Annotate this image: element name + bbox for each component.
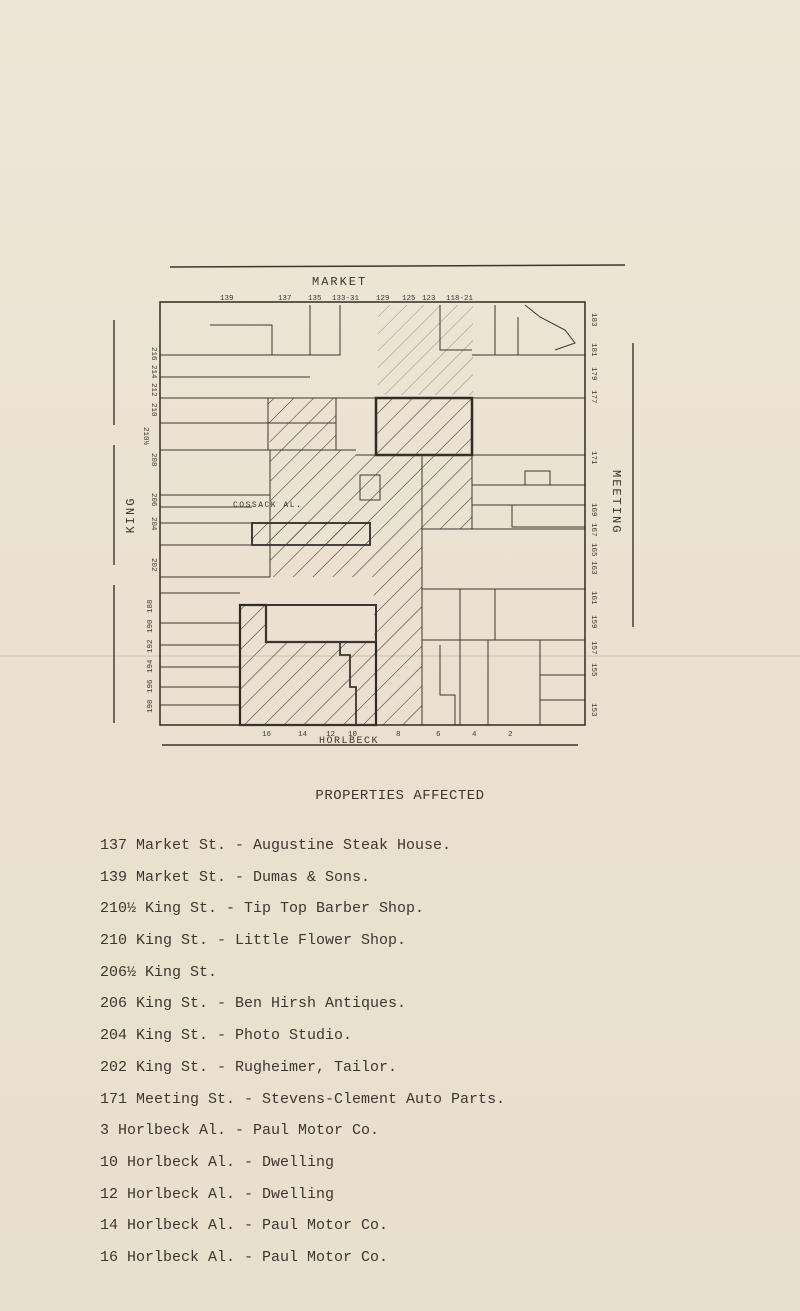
south-lot-number: 8 [396,731,401,739]
property-item: 210½ King St. - Tip Top Barber Shop. [100,900,425,918]
west-lot-number: 204 [149,517,157,531]
street-label-south: HORLBECK [319,736,379,747]
property-item: 12 Horlbeck Al. - Dwelling [100,1185,335,1203]
property-item: 137 Market St. - Augustine Steak House. [100,837,452,854]
north-lot-number: 118-21 [446,295,474,303]
north-lot-number: 137 [278,295,292,303]
south-lot-number: 6 [436,731,441,739]
property-item: 204 King St. - Photo Studio. [100,1027,353,1045]
property-item: 10 Horlbeck Al. - Dwelling [100,1153,335,1171]
affected-areas [238,305,474,727]
south-lot-number: 10 [348,731,358,739]
property-item: 206½ King St. [100,963,218,981]
west-lot-number: 202 [149,558,157,572]
property-item: 139 Market St. - Dumas & Sons. [100,868,371,886]
north-lot-number: 139 [220,295,234,303]
north-lot-number: 135 [308,295,322,303]
east-lot-number: 155 [589,663,597,677]
east-lot-number: 183 [589,313,597,327]
west-lot-number: 216 [149,347,157,361]
property-item: 210 King St. - Little Flower Shop. [100,932,407,950]
south-lot-number: 14 [298,731,308,739]
property-item: 171 Meeting St. - Stevens-Clement Auto P… [100,1090,506,1108]
east-lot-number: 157 [589,641,597,655]
west-lot-number: 212 [149,383,157,397]
north-lot-number: 129 [376,295,390,303]
property-item: 206 King St. - Ben Hirsh Antiques. [100,995,407,1013]
west-lot-number: 210½ [141,427,150,446]
west-lot-number: 190 [147,619,155,633]
east-lot-number: 153 [589,703,597,717]
property-item: 202 King St. - Rugheimer, Tailor. [100,1058,398,1076]
property-item: 16 Horlbeck Al. - Paul Motor Co. [100,1248,389,1266]
west-lot-number: 208 [149,453,157,467]
south-lot-number: 12 [326,731,335,739]
west-lot-number: 192 [147,639,155,653]
property-item: 14 Horlbeck Al. - Paul Motor Co. [100,1217,389,1235]
east-lot-number: 163 [589,561,597,575]
block-map-drawing: MARKET HORLBECK KING MEETING COSSACK AL.… [113,264,634,747]
east-lot-number: 169 [589,503,597,517]
parcel-lines [159,301,586,726]
south-lot-number: 4 [472,731,477,739]
east-lot-number: 161 [589,591,597,605]
east-lot-number: 159 [589,615,597,629]
street-label-west: KING [124,497,138,534]
west-lot-number: 196 [147,679,155,693]
east-lot-number: 179 [589,367,597,381]
street-label-east: MEETING [609,470,623,534]
east-lot-number: 167 [589,523,597,537]
east-lot-number: 165 [589,543,597,557]
north-lot-number: 133-31 [332,295,360,303]
west-lot-number: 214 [149,365,157,379]
west-lot-number: 188 [147,599,155,613]
north-lot-number: 123 [422,295,436,303]
west-lot-number: 194 [147,659,155,673]
block-map: MARKET HORLBECK KING MEETING COSSACK AL.… [100,255,640,755]
west-lot-number: 198 [147,699,155,713]
section-heading: PROPERTIES AFFECTED [315,788,485,804]
street-label-north: MARKET [312,275,367,289]
south-lot-number: 16 [262,731,272,739]
east-lot-number: 181 [589,343,597,357]
properties-list: 137 Market St. - Augustine Steak House. … [100,834,505,1278]
alley-label: COSSACK AL. [233,501,302,510]
east-lot-number: 171 [589,451,597,465]
south-lot-number: 2 [508,731,513,739]
west-lot-number: 206 [149,493,157,507]
property-item: 3 Horlbeck Al. - Paul Motor Co. [100,1122,380,1140]
north-lot-number: 125 [402,295,416,303]
west-lot-number: 210 [149,403,157,417]
east-lot-number: 177 [589,390,597,404]
